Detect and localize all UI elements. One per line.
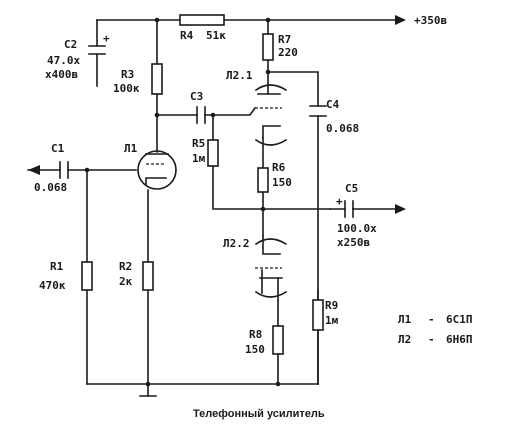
capacitor-c1 [59,161,69,179]
input-arrow-icon [28,165,40,175]
legend-dash-1: - [428,313,435,326]
label-r8-value: 150 [245,343,265,356]
label-c2-rating: х400в [45,68,78,81]
label-l22: Л2.2 [223,237,250,250]
capacitor-c5 [344,200,354,218]
junctions [84,17,281,387]
label-r7-name: R7 [278,33,291,46]
label-c5-plus: + [336,195,343,208]
label-r9-name: R9 [325,299,338,312]
junction-dot [210,112,216,118]
resistor-r2 [142,261,154,291]
resistor-r7 [262,33,274,61]
label-r1-name: R1 [50,260,64,273]
label-r3-value: 100к [113,82,140,95]
label-c5-value: 100.0х [337,222,377,235]
label-l21: Л2.1 [226,69,253,82]
label-r3-name: R3 [121,68,134,81]
capacitor-c2 [88,45,106,55]
tube-l1-icon [137,150,177,190]
label-r9-value: 1м [325,314,339,327]
junction-dot [260,206,266,212]
junction-dot [84,167,90,173]
wires [27,19,396,397]
label-r7-value: 220 [278,46,298,59]
legend-type-1: 6С1П [446,313,473,326]
tube-l22-icon [254,235,288,298]
label-r2-value: 2к [119,275,133,288]
label-c2-name: C2 [64,38,77,51]
label-r4-name: R4 [180,29,194,42]
label-c1-name: C1 [51,142,65,155]
label-r2-name: R2 [119,260,132,273]
label-c2-value: 47.0х [47,54,80,67]
tube-l21-icon [254,84,288,146]
legend-tube-2: Л2 [398,333,411,346]
label-c2-plus: + [103,32,110,45]
label-r6-name: R6 [272,161,286,174]
label-c1-value: 0.068 [34,181,67,194]
legend-type-2: 6Н6П [446,333,473,346]
label-l1: Л1 [124,142,138,155]
supply-arrow-icon [395,15,406,25]
label-c5-name: C5 [345,182,358,195]
label-supply: +350в [414,14,447,27]
junction-dot [265,69,271,75]
legend-tube-1: Л1 [398,313,412,326]
label-r6-value: 150 [272,176,292,189]
label-r8-name: R8 [249,328,262,341]
legend-dash-2: - [428,333,435,346]
label-r5-name: R5 [192,137,205,150]
resistor-r6 [257,167,269,193]
capacitor-c4 [309,105,327,117]
wire-r5 [212,114,331,210]
label-r5-value: 1м [192,152,206,165]
junction-dot [275,381,281,387]
resistor-r4 [179,14,225,26]
wire-c3 [156,106,257,116]
resistor-r8 [272,325,284,355]
label-c4-value: 0.068 [326,122,359,135]
capacitor-c3 [196,106,206,124]
junction-dot [154,17,160,23]
junction-dot [265,17,271,23]
label-r4-value: 51к [206,29,226,42]
resistor-r5 [207,139,219,167]
output-arrow-icon [395,204,406,214]
junction-dot [154,112,160,118]
label-r1-value: 470к [39,279,66,292]
label-c4-name: C4 [326,98,340,111]
junction-dot [145,381,151,387]
resistor-r9 [312,299,324,331]
diagram-title: Телефонный усилитель [193,408,325,420]
resistor-r1 [81,261,93,291]
label-c3-name: C3 [190,90,203,103]
label-c5-rating: х250в [337,236,370,249]
resistor-r3 [151,63,163,95]
